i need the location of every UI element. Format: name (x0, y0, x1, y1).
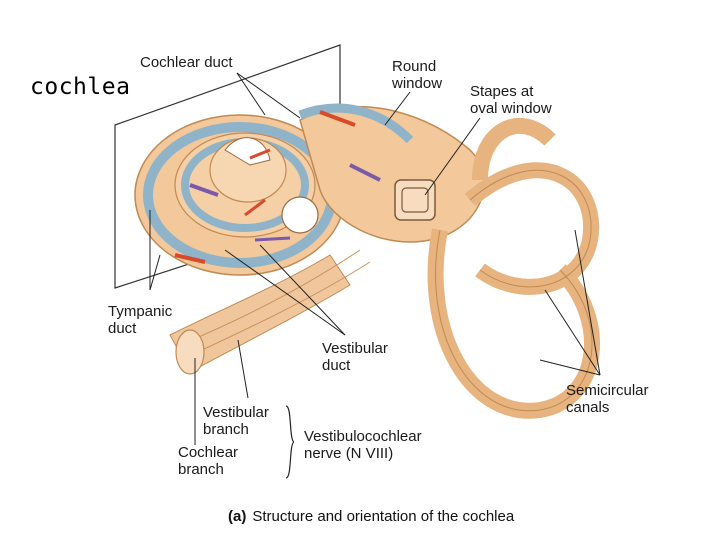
label-semicircular-canals: Semicircular canals (566, 382, 649, 416)
brace-icon (285, 405, 294, 479)
label-tympanic-duct: Tympanic duct (108, 303, 173, 337)
label-vestibular-duct: Vestibular duct (322, 340, 388, 374)
label-vestibular-branch: Vestibular branch (203, 404, 269, 438)
label-vestibulocochlear-nerve: Vestibulocochlear nerve (N VIII) (304, 428, 422, 462)
leader-lines (149, 72, 601, 445)
nerve-bundle (169, 249, 371, 375)
vestibule (298, 103, 485, 243)
label-cochlear-duct: Cochlear duct (140, 54, 233, 71)
cochlea-spiral (134, 114, 346, 276)
stapes-icon (394, 179, 436, 221)
caption-part: (a) (228, 508, 247, 525)
label-cochlear-branch: Cochlear branch (178, 444, 239, 478)
figure-caption: (a) Structure and orientation of the coch… (228, 508, 514, 525)
page-heading: cochlea (30, 74, 131, 100)
label-round-window: Round window (392, 58, 443, 92)
label-stapes: Stapes at oval window (470, 83, 552, 117)
caption-text: Structure and orientation of the cochlea (252, 508, 515, 525)
